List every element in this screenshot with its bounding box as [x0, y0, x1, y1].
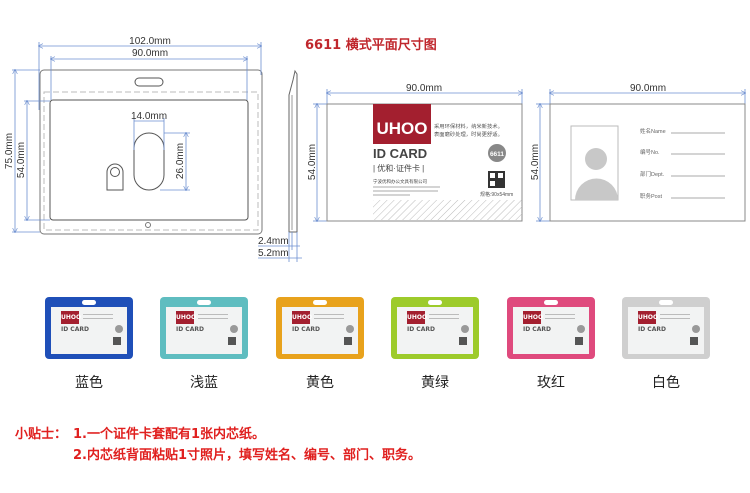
qr-code-icon [113, 337, 121, 345]
id-card-heading: ID CARD [292, 326, 320, 333]
card-preview: UHOO ID CARD [282, 307, 358, 354]
lanyard-slot [82, 300, 96, 305]
company-name: 宁波优和办公文具有限公司 [373, 178, 427, 185]
dim-card-front-width: 90.0mm [406, 83, 442, 94]
dim-slot-height: 26.0mm [175, 143, 186, 179]
uhoo-logo: UHOO [292, 311, 312, 324]
id-card-subtitle: | 优和·证件卡 | [373, 163, 424, 173]
qr-code-icon [459, 337, 467, 345]
uhoo-logo: UHOO [176, 311, 196, 324]
dim-outer-height: 75.0mm [4, 133, 15, 169]
slogan-line-2: 表面磨砂处理，时尚更舒适。 [434, 130, 503, 138]
holder-front-drawing: 102.0mm 90.0mm 75.0mm 54.0mm 14.0mm 26.0… [4, 36, 263, 235]
tip-item-1: 1.一个证件卡套配有1张内芯纸。 [73, 427, 266, 442]
tips-label: 小贴士： [15, 427, 68, 442]
uhoo-logo-block [373, 104, 431, 144]
model-badge [461, 325, 469, 333]
uhoo-logo: UHOO [377, 119, 428, 138]
id-card-heading: ID CARD [61, 326, 89, 333]
lanyard-slot [313, 300, 327, 305]
tip-item-2: 2.内芯纸背面粘贴1寸照片，填写姓名、编号、部门、职务。 [73, 448, 422, 463]
dim-slot-width: 14.0mm [131, 111, 167, 122]
dim-card-front-height: 54.0mm [307, 144, 318, 180]
lanyard-slot [544, 300, 558, 305]
lanyard-slot [197, 300, 211, 305]
uhoo-logo: UHOO [638, 311, 658, 324]
id-card-heading: ID CARD [407, 326, 435, 333]
id-card-heading: ID CARD [523, 326, 551, 333]
dim-inner-height: 54.0mm [16, 142, 27, 178]
dimension-drawings: 102.0mm 90.0mm 75.0mm 54.0mm 14.0mm 26.0… [4, 36, 750, 262]
dim-outer-width: 102.0mm [129, 36, 171, 47]
field-no-label: 编号No. [640, 148, 660, 156]
qr-code-icon [575, 337, 583, 345]
thumb-slot [133, 132, 165, 191]
card-preview: UHOO ID CARD [397, 307, 473, 354]
lanyard-slot [134, 77, 164, 87]
id-card-heading: ID CARD [373, 146, 427, 161]
color-option-holder[interactable]: UHOO ID CARD [160, 297, 248, 359]
color-label: 白色 [652, 375, 680, 391]
card-preview: UHOO ID CARD [628, 307, 704, 354]
model-badge [115, 325, 123, 333]
color-option-holder[interactable]: UHOO ID CARD [276, 297, 364, 359]
dim-side-thin: 2.4mm [258, 236, 289, 247]
dim-card-back-height: 54.0mm [530, 144, 541, 180]
id-card-heading: ID CARD [176, 326, 204, 333]
tips-note: 小贴士： 1.一个证件卡套配有1张内芯纸。 2.内芯纸背面粘贴1寸照片，填写姓名、… [15, 424, 421, 466]
lanyard-slot [428, 300, 442, 305]
slogan-line-1: 采用环保材料，纳米新技术。 [434, 122, 503, 130]
field-post-label: 职务Post [640, 192, 662, 200]
color-label: 浅蓝 [190, 375, 218, 391]
model-badge [346, 325, 354, 333]
dim-side-thick: 5.2mm [258, 248, 289, 259]
model-badge [230, 325, 238, 333]
model-badge [577, 325, 585, 333]
uhoo-logo: UHOO [523, 311, 543, 324]
color-option-holder[interactable]: UHOO ID CARD [507, 297, 595, 359]
color-option-holder[interactable]: UHOO ID CARD [45, 297, 133, 359]
id-card-heading: ID CARD [638, 326, 666, 333]
color-option-holder[interactable]: UHOO ID CARD [391, 297, 479, 359]
color-label: 蓝色 [75, 375, 103, 391]
clip-hole [106, 163, 124, 191]
color-label: 黄色 [306, 375, 334, 391]
person-icon [575, 148, 618, 200]
card-preview: UHOO ID CARD [513, 307, 589, 354]
model-badge [692, 325, 700, 333]
holder-outline [39, 69, 263, 235]
uhoo-logo: UHOO [407, 311, 427, 324]
card-front-drawing: 90.0mm 54.0mm UHOO ID CARD | 优和·证件卡 | 采用… [307, 83, 522, 221]
model-number: 6611 [490, 151, 504, 158]
field-name-label: 姓名Name [640, 127, 666, 135]
color-label: 黄绿 [421, 375, 449, 391]
qr-code-icon [690, 337, 698, 345]
color-option-holder[interactable]: UHOO ID CARD [622, 297, 710, 359]
qr-code-icon [228, 337, 236, 345]
color-label: 玫红 [537, 375, 565, 391]
uhoo-logo: UHOO [61, 311, 81, 324]
card-back-drawing: 90.0mm 54.0mm 姓名Name 编号No. 部门Dept. 职务Pos… [530, 83, 745, 221]
diagram-title: 6611 横式平面尺寸图 [305, 38, 437, 53]
lanyard-slot [659, 300, 673, 305]
qr-code-icon [344, 337, 352, 345]
card-spec: 规格:90x54mm [480, 191, 513, 198]
card-preview: UHOO ID CARD [51, 307, 127, 354]
dim-card-back-width: 90.0mm [630, 83, 666, 94]
card-preview: UHOO ID CARD [166, 307, 242, 354]
holder-side-drawing: 2.4mm 5.2mm [258, 69, 302, 262]
card-window [49, 99, 249, 221]
field-dept-label: 部门Dept. [640, 170, 665, 178]
model-badge [488, 144, 506, 162]
dim-inner-width: 90.0mm [132, 48, 168, 59]
